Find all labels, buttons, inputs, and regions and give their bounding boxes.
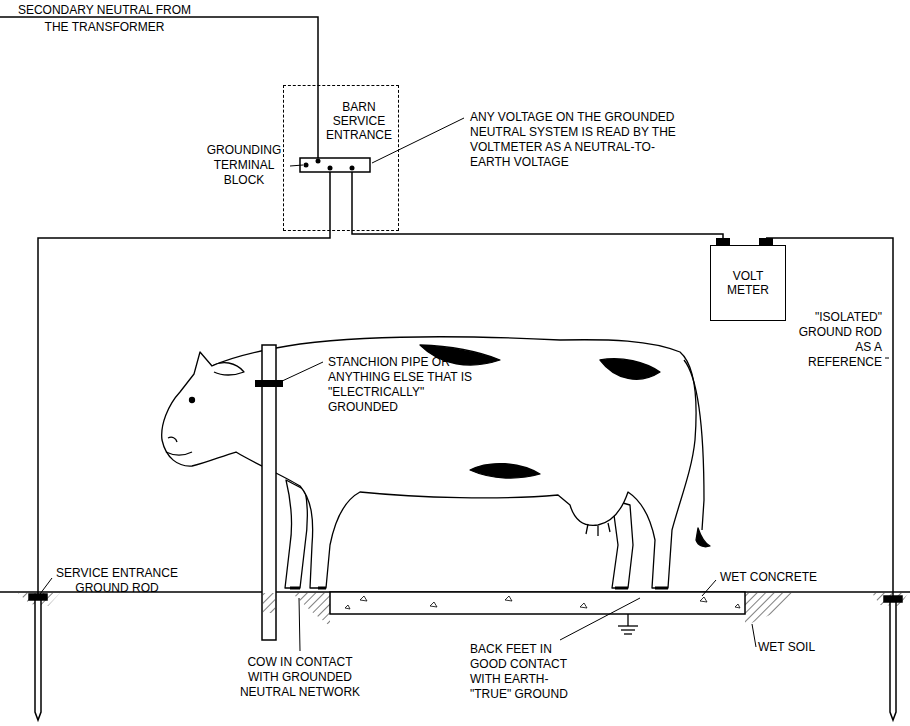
earth-ground-symbol-part [618,625,638,626]
callout-label: SERVICE ENTRANCE GROUND ROD [52,566,182,596]
note-text: ANY VOLTAGE ON THE GROUNDED NEUTRAL SYST… [470,110,682,170]
cow-part [285,480,307,588]
ground-rod-part [884,596,902,602]
concrete-slab [330,592,745,614]
leader-line-part [299,598,300,651]
cow-part [190,398,195,403]
leader-line-part [702,580,716,596]
terminal-block [300,158,370,172]
voltmeter-box: VOLT METER [710,245,786,321]
service-entrance-box: BARN SERVICE ENTRANCE [283,85,399,231]
wiring-part [351,172,353,231]
cow-part [600,359,660,379]
wire-label: SECONDARY NEUTRAL FROM THE TRANSFORMER [12,2,197,36]
earth-ground-symbol-part [624,633,632,634]
cow-part [696,528,710,547]
terminal-block-part [328,166,333,171]
leader-line-part [885,358,889,359]
callout-label: WET SOIL [758,640,858,655]
leader-line [40,118,889,651]
wire-connector [352,231,723,245]
terminal-block-part [316,159,321,164]
leader-line-part [290,165,303,166]
concrete-slab-part [330,592,745,614]
wiring-part [38,172,330,594]
ground-rod-part [35,598,41,720]
cow-part [212,363,244,375]
callout-label: "ISOLATED" GROUND ROD AS A REFERENCE [792,310,882,370]
cow-part [162,337,696,588]
leader-line-part [752,624,756,647]
cow-part [470,464,540,478]
ground-rod [29,594,902,720]
earth-ground-symbol [618,614,638,634]
terminal-block-part [350,166,355,171]
wiring [0,17,893,596]
ground-part [745,593,792,626]
node-label: BARN SERVICE ENTRANCE [324,100,394,142]
stanchion-pipe-part [255,380,283,387]
terminal-block-part [300,158,370,172]
callout-label: GROUNDING TERMINAL BLOCK [200,143,288,188]
meter-terminal [716,238,773,245]
stanchion-pipe-part [262,345,276,640]
stanchion-pipe [255,345,283,640]
ground [0,592,910,626]
ground-rod-part [29,594,47,600]
leader-line-part [40,578,52,594]
callout-label: BACK FEET IN GOOD CONTACT WITH EARTH-"TR… [470,642,582,702]
leader-line-part [560,598,640,640]
ground-part [292,593,330,626]
callout-label: STANCHION PIPE OR ANYTHING ELSE THAT IS … [328,355,473,415]
cow-part [166,452,192,455]
earth-ground-symbol-part [621,629,635,630]
meter-terminal-part [759,238,773,245]
leader-line-part [280,362,323,382]
callout-label: WET CONCRETE [720,570,840,585]
concrete-slab-part [345,596,740,609]
callout-label: COW IN CONTACT WITH GROUNDED NEUTRAL NET… [234,655,366,700]
cow [162,337,710,588]
wiring-part [0,17,318,158]
terminal-block-part [304,163,309,168]
cow-part [168,437,177,442]
earth-ground-symbol-part [627,614,628,626]
cow-part [290,587,668,590]
stanchion-pipe-part [263,593,275,613]
cow-part [586,523,610,536]
node-label: VOLT METER [723,269,773,297]
cow-part [684,360,704,530]
ground-rod-part [890,600,896,720]
